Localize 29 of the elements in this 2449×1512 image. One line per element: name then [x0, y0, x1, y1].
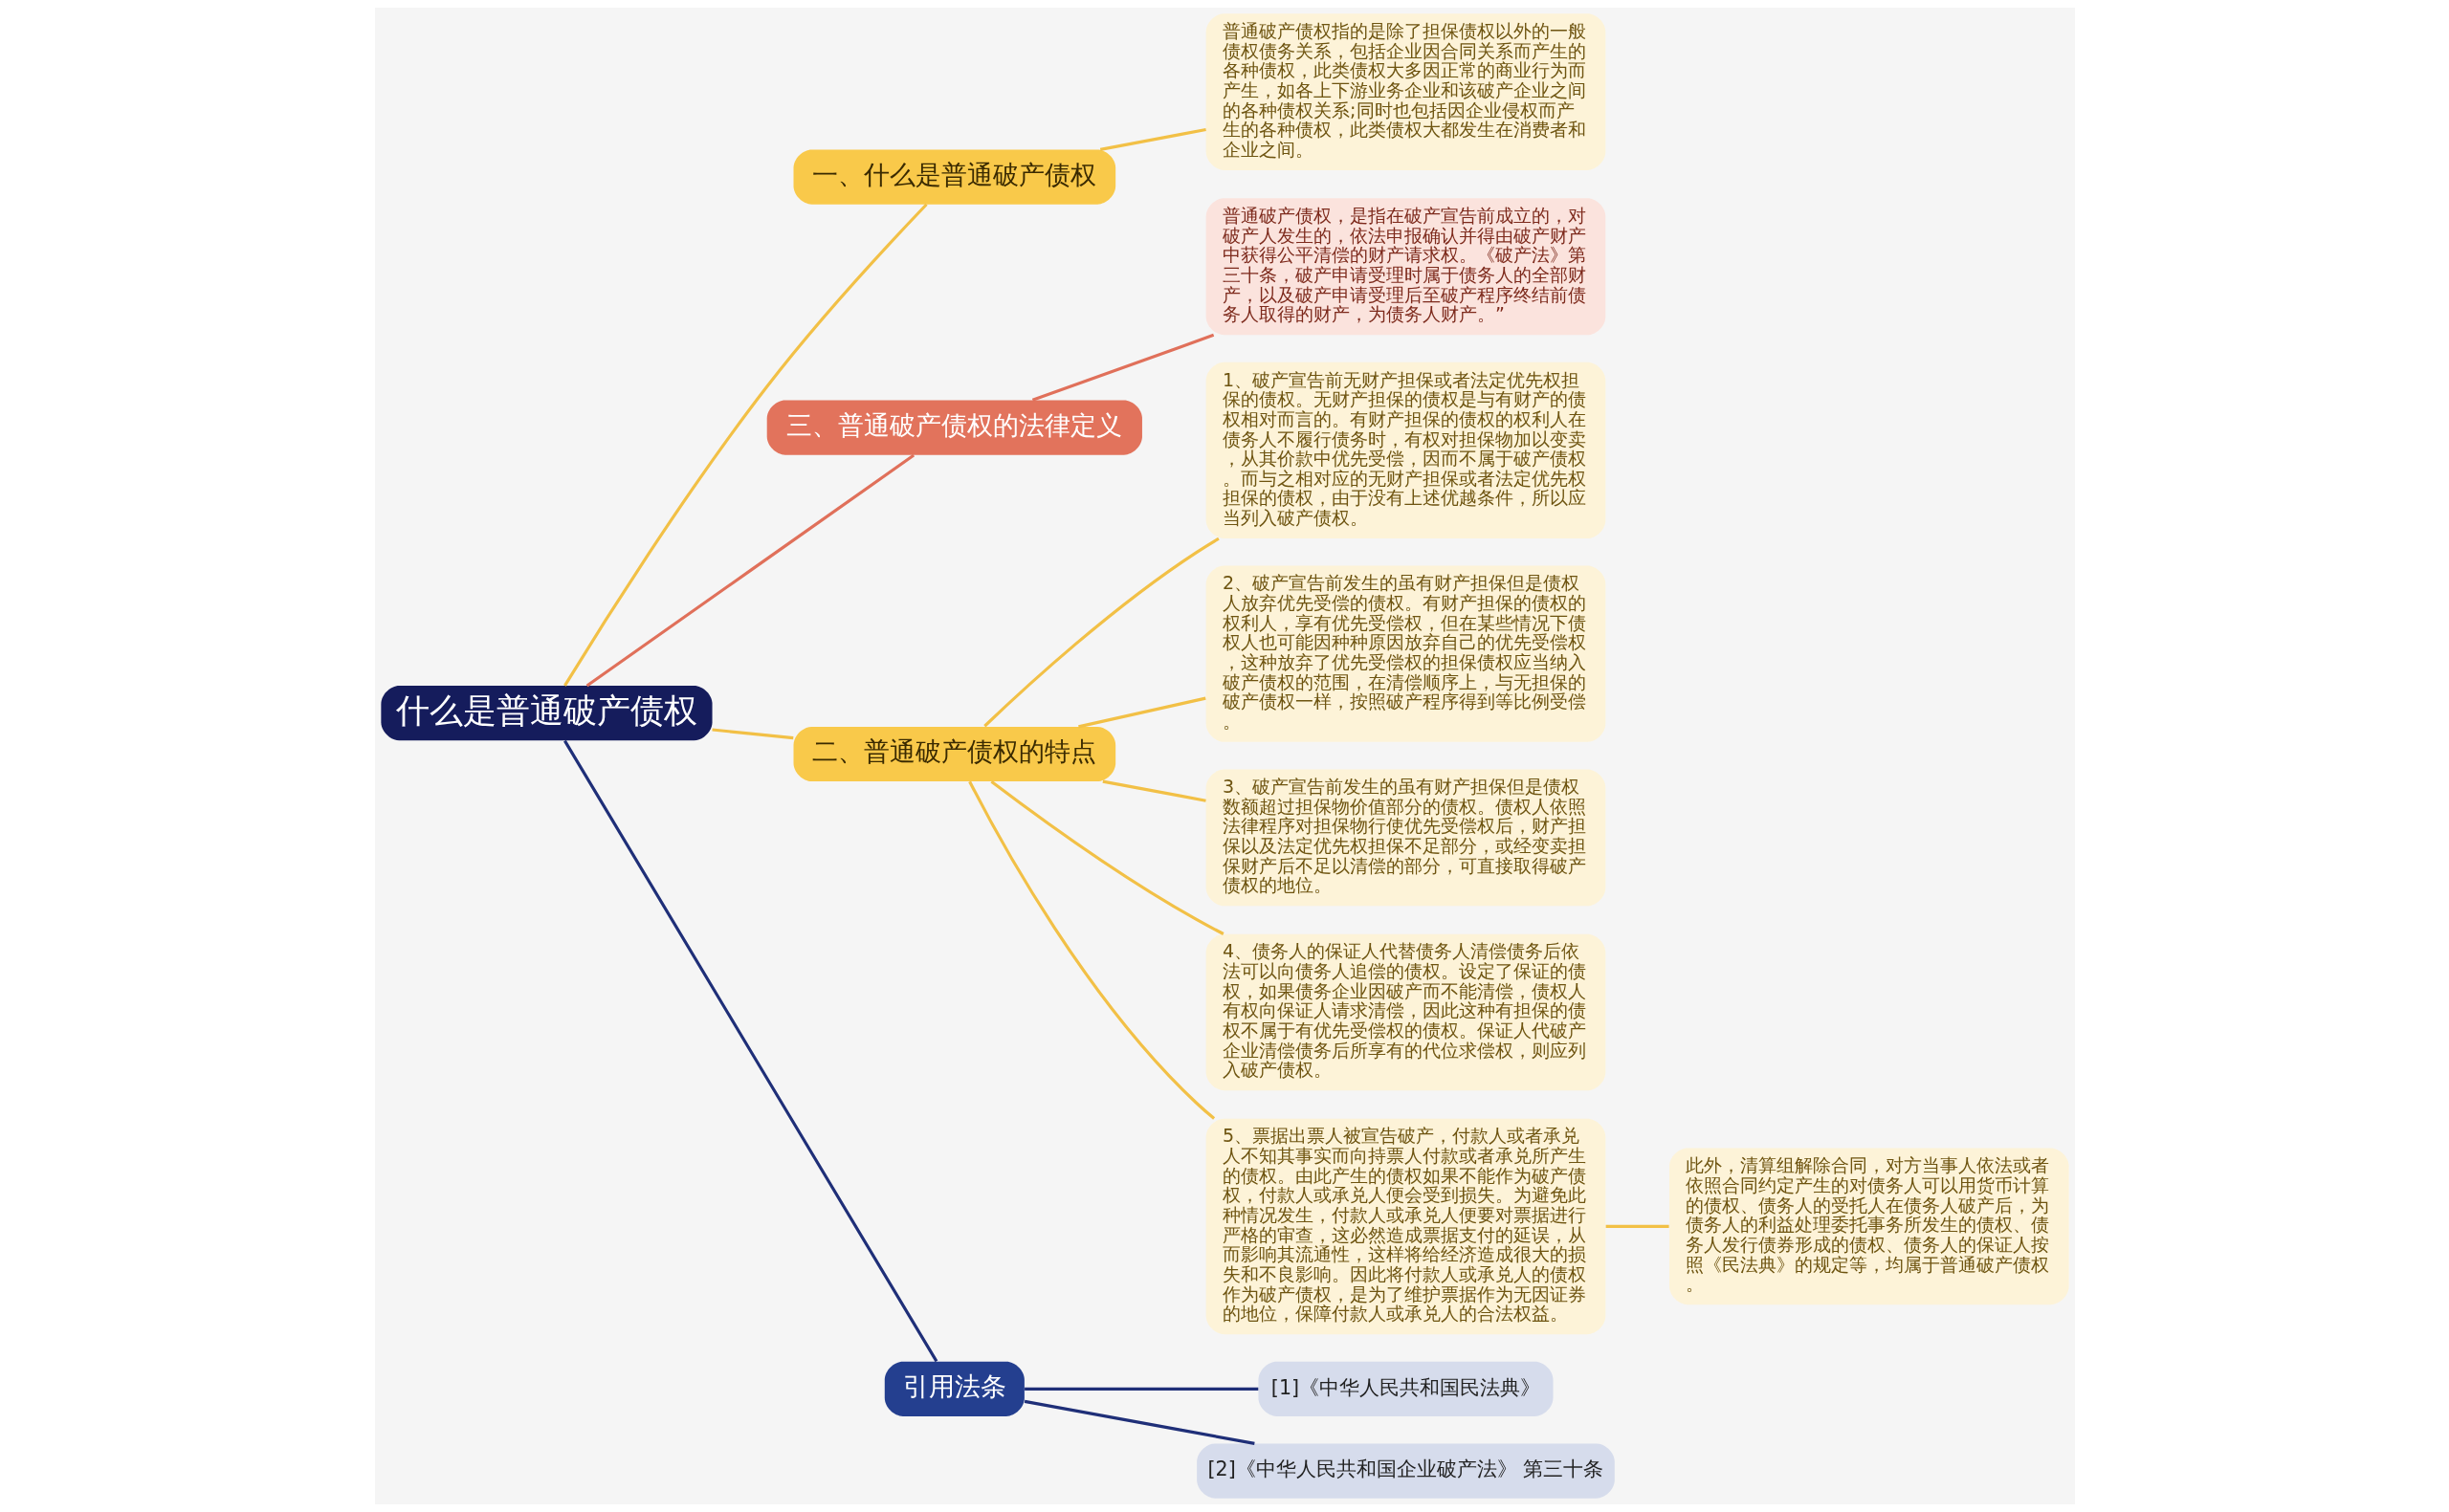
node-box: 5、票据出票人被宣告破产，付款人或者承兑人不知其事实而向持票人付款或者承兑所产生的债权。由此产生的债权如果不能作为破产债权，付款人或承兑人便会受到损失。为避免此种情况发生，付款人或承兑人便要对票据进行严格的审查，这必然造成票据支付的延误，从而影响其流通性，这样将给经济造成很大的损失和不良影响。因此将付款人或承兑人的债权作为破产债权，是为了维护票据作为无因证券的地位，保障付款人或承兑人的合法权益。 [1205, 1118, 1605, 1335]
connector [1077, 696, 1206, 729]
node-box: 二、普通破产债权的特点 [793, 726, 1115, 782]
connector [1024, 1399, 1255, 1445]
connector [1102, 779, 1206, 802]
node-box: 三、普通破产债权的法律定义 [766, 400, 1142, 455]
node-box: 2、破产宣告前发生的虽有财产担保但是债权人放弃优先受偿的债权。有财产担保的债权的权利人，享有优先受偿权，但在某些情况下债权人也可能因种种原因放弃自己的优先受偿权，这种放弃了优先受偿权的担保债权应当纳入破产债权的范围，在清偿顺序上，与无担保的破产债权一样，按照破产程序得到等比例受偿。 [1205, 565, 1605, 742]
connector [967, 780, 1215, 1120]
connector [1605, 1224, 1669, 1228]
node-box: 一、什么是普通破产债权 [793, 149, 1115, 205]
node-box: [2]《中华人民共和国企业破产法》 第三十条 [1196, 1443, 1615, 1499]
connector [989, 779, 1224, 935]
connector [563, 203, 928, 687]
connector [1024, 1387, 1258, 1391]
node-box: 1、破产宣告前无财产担保或者法定优先权担保的债权。无财产担保的债权是与有财产的债权相对而言的。有财产担保的债权的权利人在债务人不履行债务时，有权对担保物加以变卖，从其价款中优先受偿，因而不属于破产债权。而与之相对应的无财产担保或者法定优先权担保的债权，由于没有上述优越条件，所以应当列入破产债权。 [1205, 362, 1605, 538]
connector [1099, 127, 1206, 151]
connector [1031, 333, 1214, 402]
node-box: 引用法条 [884, 1361, 1025, 1416]
connector [711, 728, 793, 740]
connector [563, 739, 938, 1363]
node-box: 此外，清算组解除合同，对方当事人依法或者依照合同约定产生的对债务人可以用货币计算的债权、债务人的受托人在债务人破产后，为债务人的利益处理委托事务所发生的债权、债务人发行债券形成的债权、债务人的保证人按照《民法典》的规定等，均属于普通破产债权。 [1668, 1148, 2069, 1305]
connector [585, 453, 915, 688]
node-box: [1]《中华人民共和国民法典》 [1257, 1361, 1553, 1416]
node-box: 普通破产债权，是指在破产宣告前成立的，对破产人发生的，依法申报确认并得由破产财产中获得公平清偿的财产请求权。《破产法》第三十条，破产申请受理时属于债务人的全部财产，以及破产申请受理后至破产程序终结前债务人取得的财产，为债务人财产。” [1205, 198, 1605, 336]
connector [982, 537, 1220, 728]
node-box: 4、债务人的保证人代替债务人清偿债务后依法可以向债务人追偿的债权。设定了保证的债权，如果债务企业因破产而不能清偿，债权人有权向保证人请求清偿，因此这种有担保的债权不属于有优先受偿权的债权。保证人代破产企业清偿债务后所享有的代位求偿权，则应列入破产债权。 [1205, 933, 1605, 1091]
node-box: 普通破产债权指的是除了担保债权以外的一般债权债务关系，包括企业因合同关系而产生的各种债权，此类债权大多因正常的商业行为而产生，如各上下游业务企业和该破产企业之间的各种债权关系;同时也包括因企业侵权而产生的各种债权，此类债权大都发生在消费者和企业之间。 [1205, 13, 1605, 170]
node-box: 3、破产宣告前发生的虽有财产担保但是债权数额超过担保物价值部分的债权。债权人依照法律程序对担保物行使优先受偿权后，财产担保以及法定优先权担保不足部分，或经变卖担保财产后不足以清偿的部分，可直接取得破产债权的地位。 [1205, 769, 1605, 907]
node-box: 什么是普通破产债权 [380, 686, 713, 741]
